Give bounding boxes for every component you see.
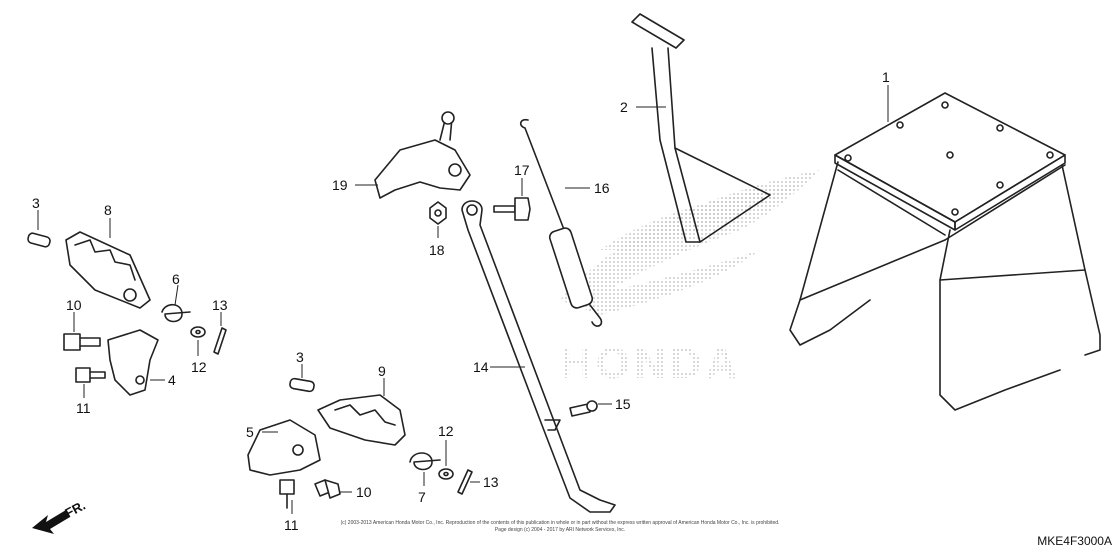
callout-15: 15 bbox=[615, 396, 631, 412]
callout-19: 19 bbox=[332, 177, 348, 193]
copyright-line-2: Page design (c) 2004 - 2017 by ARI Netwo… bbox=[494, 527, 626, 533]
callout-5: 5 bbox=[246, 424, 254, 440]
callout-10-upper: 10 bbox=[66, 297, 82, 313]
diagram-code: MKE4F3000A bbox=[1037, 534, 1112, 548]
part-4-bracket bbox=[107, 329, 159, 396]
part-2-front-stand bbox=[631, 13, 771, 243]
part-3-pin-upper bbox=[27, 232, 51, 248]
part-12-washer-upper bbox=[190, 326, 206, 338]
copyright-notice: (c) 2003-2013 American Honda Motor Co., … bbox=[320, 520, 800, 534]
part-18-nut bbox=[429, 201, 447, 225]
honda-watermark-text: HONDA bbox=[560, 339, 741, 388]
part-11-bolt-upper bbox=[75, 367, 106, 383]
callout-17: 17 bbox=[514, 162, 530, 178]
part-13-cotter-pin-lower bbox=[457, 469, 473, 495]
callout-18: 18 bbox=[429, 242, 445, 258]
copyright-line-1: (c) 2003-2013 American Honda Motor Co., … bbox=[340, 520, 780, 526]
part-13-cotter-pin-upper bbox=[213, 327, 227, 355]
part-17-bolt bbox=[493, 197, 531, 221]
part-5-bracket bbox=[247, 419, 321, 476]
callout-2: 2 bbox=[620, 99, 628, 115]
callout-3-lower: 3 bbox=[296, 349, 304, 365]
part-9-footpeg-lower bbox=[317, 394, 406, 446]
callout-8: 8 bbox=[104, 202, 112, 218]
callout-16: 16 bbox=[594, 180, 610, 196]
front-direction-arrow-icon: FR. bbox=[32, 498, 88, 534]
part-10-bolt-upper bbox=[63, 333, 101, 351]
callout-13-upper: 13 bbox=[212, 297, 228, 313]
part-11-bolt-lower bbox=[279, 479, 295, 509]
part-6-spring-upper bbox=[161, 303, 191, 323]
part-19-bracket bbox=[374, 111, 471, 199]
callout-14: 14 bbox=[473, 359, 489, 375]
lead-6 bbox=[174, 284, 179, 306]
callout-12-lower: 12 bbox=[438, 423, 454, 439]
part-15-pin bbox=[569, 400, 598, 417]
part-1-stand bbox=[789, 92, 1101, 411]
callout-10-lower: 10 bbox=[356, 484, 372, 500]
part-10-bolt-lower bbox=[314, 479, 341, 499]
callout-3-upper: 3 bbox=[32, 195, 40, 211]
part-14-side-stand bbox=[461, 200, 616, 513]
callout-11-lower: 11 bbox=[284, 517, 299, 533]
part-7-spring-lower bbox=[409, 452, 441, 471]
part-16-spring bbox=[519, 118, 603, 327]
part-8-footpeg-upper bbox=[65, 231, 151, 309]
callout-13-lower: 13 bbox=[483, 474, 499, 490]
callout-12-upper: 12 bbox=[191, 359, 207, 375]
callout-7: 7 bbox=[418, 489, 426, 505]
callout-1: 1 bbox=[882, 69, 890, 85]
callout-4: 4 bbox=[168, 372, 176, 388]
part-3-pin-lower bbox=[289, 377, 315, 393]
callout-9: 9 bbox=[378, 363, 386, 379]
part-12-washer-lower bbox=[438, 468, 454, 480]
callout-6: 6 bbox=[172, 271, 180, 287]
callout-11-upper: 11 bbox=[76, 400, 91, 416]
